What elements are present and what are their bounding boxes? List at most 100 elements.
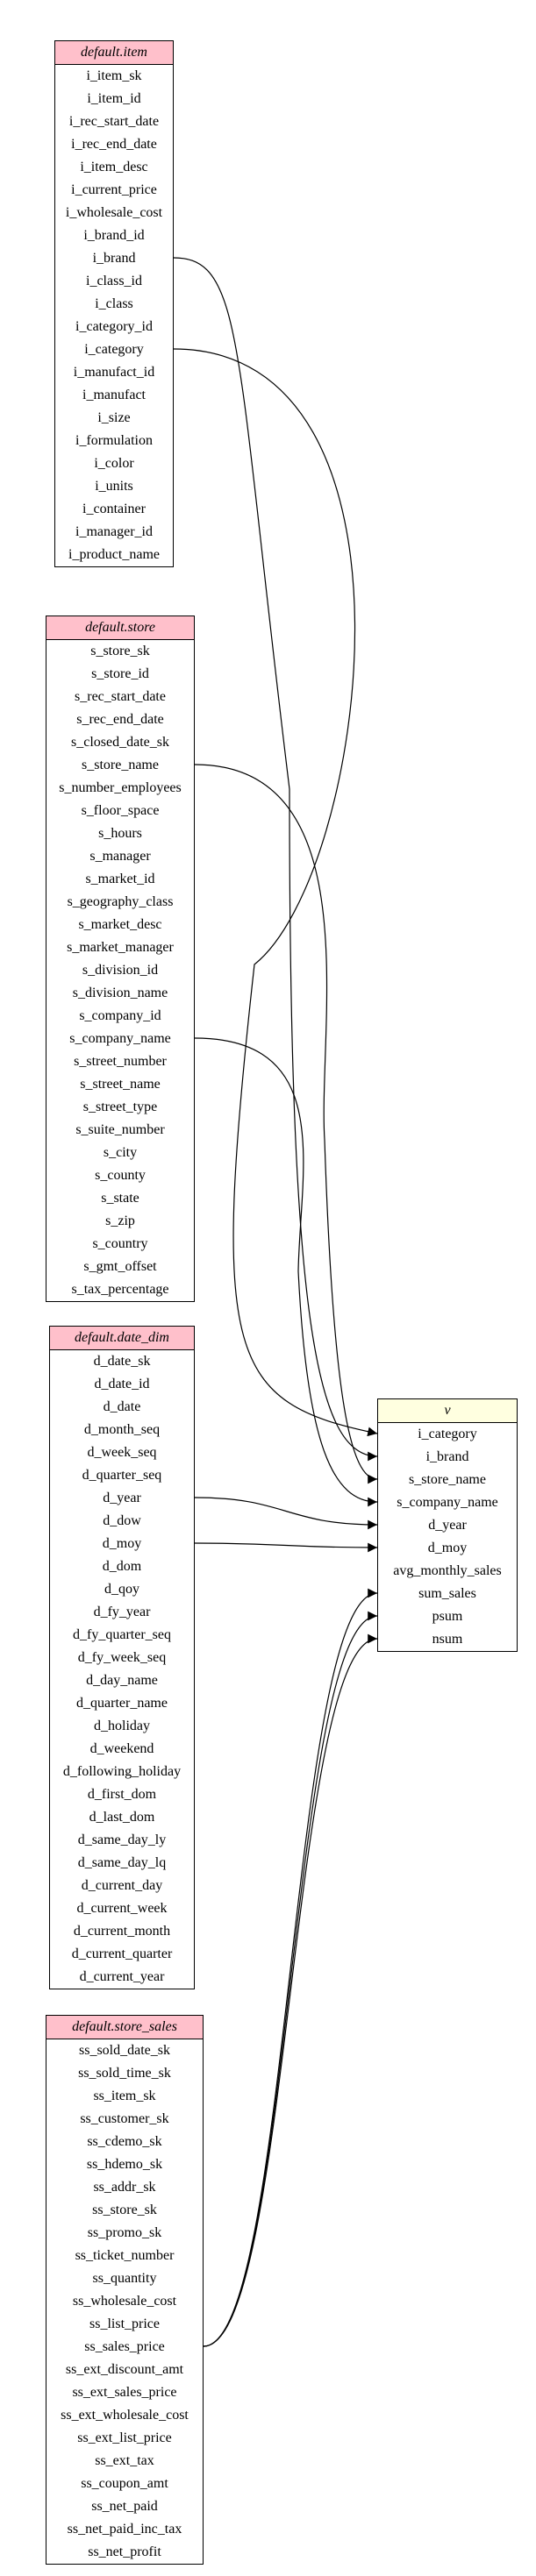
column-ss-hdemo-sk: ss_hdemo_sk [86,2157,163,2172]
column-s-number-employees: s_number_employees [59,780,182,795]
column-d-fy-year: d_fy_year [93,1605,151,1619]
column-s-division-id: s_division_id [82,963,159,978]
column-nsum: nsum [432,1632,463,1647]
column-ss-wholesale-cost: ss_wholesale_cost [72,2294,177,2309]
column-d-dow: d_dow [103,1513,141,1528]
column-d-current-year: d_current_year [79,1969,165,1984]
column-d-quarter-name: d_quarter_name [76,1696,168,1711]
column-s-store-id: s_store_id [91,666,149,681]
column-d-weekend: d_weekend [89,1741,154,1756]
table-title: default.store [46,616,194,640]
column-s-floor-space: s_floor_space [81,803,160,818]
column-s-street-name: s_street_name [80,1077,161,1092]
column-d-same-day-ly: d_same_day_ly [77,1832,167,1847]
column-i-current-price: i_current_price [71,182,157,197]
table-title: default.store_sales [46,2016,203,2039]
column-d-month-seq: d_month_seq [83,1422,161,1437]
column-d-current-month: d_current_month [73,1924,171,1939]
column-d-current-week: d_current_week [76,1901,168,1916]
column-ss-addr-sk: ss_addr_sk [93,2180,156,2195]
edge-i-brand-to-i-brand [173,257,378,1462]
column-d-date: d_date [103,1399,141,1414]
column-i-manager-id: i_manager_id [75,524,153,539]
edge-ss-sales-price-to-psum [203,1611,378,2347]
edge-s-store-name-to-s-store-name [194,764,378,1484]
table-store: default.store s_store_sk s_store_id s_rec_s… [46,616,195,1302]
column-i-item-id: i_item_id [87,91,141,106]
column-ss-net-paid-inc-tax: ss_net_paid_inc_tax [67,2522,182,2537]
column-ss-coupon-amt: ss_coupon_amt [81,2476,168,2491]
column-s-market-manager: s_market_manager [67,940,174,955]
column-i-class: i_class [95,296,133,311]
column-d-moy: d_moy [427,1541,468,1555]
column-i-product-name: i_product_name [68,547,160,562]
column-ss-ext-sales-price: ss_ext_sales_price [72,2385,177,2400]
column-d-year: d_year [103,1491,141,1505]
column-d-moy: d_moy [102,1536,142,1551]
column-i-item-desc: i_item_desc [80,160,148,174]
column-d-current-day: d_current_day [81,1878,163,1893]
column-s-street-type: s_street_type [82,1099,158,1114]
column-s-company-name: s_company_name [69,1031,171,1046]
column-d-following-holiday: d_following_holiday [62,1764,182,1779]
column-d-year: d_year [428,1518,467,1533]
column-s-suite-number: s_suite_number [75,1122,165,1137]
column-i-manufact: i_manufact [82,388,146,402]
column-d-last-dom: d_last_dom [89,1810,155,1825]
column-s-closed-date-sk: s_closed_date_sk [71,735,169,750]
column-d-week-seq: d_week_seq [87,1445,157,1460]
table-store-sales: default.store_sales ss_sold_date_sk ss_sol… [46,2015,204,2565]
table-title: default.date_dim [50,1327,194,1350]
column-d-holiday: d_holiday [94,1719,150,1733]
column-s-store-name: s_store_name [409,1472,486,1487]
column-ss-sold-time-sk: ss_sold_time_sk [78,2066,171,2081]
column-s-geography-class: s_geography_class [67,894,174,909]
column-s-rec-start-date: s_rec_start_date [75,689,166,704]
column-i-category-id: i_category_id [75,319,153,334]
edge-i-category-to-i-category [173,348,378,1437]
column-s-gmt-offset: s_gmt_offset [83,1259,157,1274]
column-ss-list-price: ss_list_price [89,2316,160,2331]
column-i-container: i_container [82,502,146,516]
column-ss-promo-sk: ss_promo_sk [87,2225,162,2240]
column-s-market-desc: s_market_desc [78,917,162,932]
column-ss-net-profit: ss_net_profit [88,2544,161,2559]
column-i-size: i_size [97,410,131,425]
column-i-manufact-id: i_manufact_id [73,365,155,380]
column-d-same-day-lq: d_same_day_lq [77,1855,167,1870]
column-s-country: s_country [92,1236,148,1251]
column-s-zip: s_zip [105,1213,135,1228]
column-d-fy-week-seq: d_fy_week_seq [77,1650,167,1665]
column-ss-sales-price: ss_sales_price [84,2339,165,2354]
column-i-brand: i_brand [92,251,136,266]
column-i-wholesale-cost: i_wholesale_cost [65,205,163,220]
column-i-units: i_units [95,479,133,494]
column-s-tax-percentage: s_tax_percentage [71,1282,169,1297]
column-s-county: s_county [95,1168,146,1183]
column-ss-ext-discount-amt: ss_ext_discount_amt [65,2362,184,2377]
edge-d-moy-to-d-moy [194,1542,378,1553]
column-s-manager: s_manager [89,849,151,864]
column-avg-monthly-sales: avg_monthly_sales [393,1563,502,1578]
column-i-color: i_color [94,456,134,471]
column-ss-store-sk: ss_store_sk [92,2202,157,2217]
column-i-brand-id: i_brand_id [83,228,145,243]
column-d-current-quarter: d_current_quarter [71,1946,173,1961]
column-ss-net-paid: ss_net_paid [91,2499,158,2514]
column-d-dom: d_dom [102,1559,142,1574]
column-ss-sold-date-sk: ss_sold_date_sk [79,2043,170,2058]
edge-ss-sales-price-to-nsum [203,1633,378,2347]
column-s-store-sk: s_store_sk [90,644,150,658]
column-i-item-sk: i_item_sk [86,68,142,83]
column-i-formulation: i_formulation [75,433,153,448]
column-i-rec-end-date: i_rec_end_date [71,137,157,152]
column-s-store-name: s_store_name [82,758,159,772]
column-i-brand: i_brand [425,1449,469,1464]
column-ss-ext-wholesale-cost: ss_ext_wholesale_cost [61,2408,189,2423]
column-i-rec-start-date: i_rec_start_date [68,114,160,129]
edge-s-company-name-to-s-company-name [194,1037,378,1507]
column-s-company-id: s_company_id [79,1008,161,1023]
